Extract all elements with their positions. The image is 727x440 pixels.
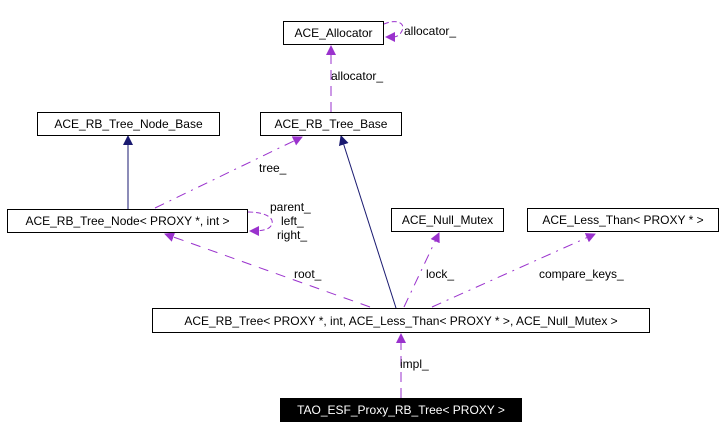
edge-rbtree-to-tree-base [338,135,397,309]
node-ace-null-mutex[interactable]: ACE_Null_Mutex [391,208,504,232]
node-ace-allocator[interactable]: ACE_Allocator [283,21,384,45]
edge-label-left: left_ [281,214,304,228]
edge-label-right: right_ [277,228,308,242]
edge-rbtree-to-node [164,232,371,308]
node-ace-less-than[interactable]: ACE_Less_Than< PROXY * > [527,208,719,232]
node-tao-esf-proxy-rb-tree: TAO_ESF_Proxy_RB_Tree< PROXY > [280,398,522,422]
edge-label-compare-keys: compare_keys_ [539,267,624,281]
edge-label-tree: tree_ [259,161,287,175]
node-ace-rb-tree[interactable]: ACE_RB_Tree< PROXY *, int, ACE_Less_Than… [152,308,650,333]
edge-node-to-tree-base [154,136,303,209]
edge-label-lock: lock_ [426,267,455,281]
edge-allocator-self [383,21,404,43]
edge-node-self [247,211,273,236]
edge-label-parent: parent_ [270,200,311,214]
edge-label-root: root_ [294,267,322,281]
node-ace-rb-tree-node[interactable]: ACE_RB_Tree_Node< PROXY *, int > [7,209,248,233]
edge-label-allocator: allocator_ [331,69,384,83]
edge-label-allocator-self: allocator_ [404,24,457,38]
node-ace-rb-tree-base[interactable]: ACE_RB_Tree_Base [260,112,402,136]
edge-label-impl: impl_ [400,357,429,371]
edge-rbtree-to-less-than [431,233,596,308]
node-ace-rb-tree-node-base[interactable]: ACE_RB_Tree_Node_Base [37,112,220,136]
edge-rbtree-to-null-mutex [403,232,440,308]
